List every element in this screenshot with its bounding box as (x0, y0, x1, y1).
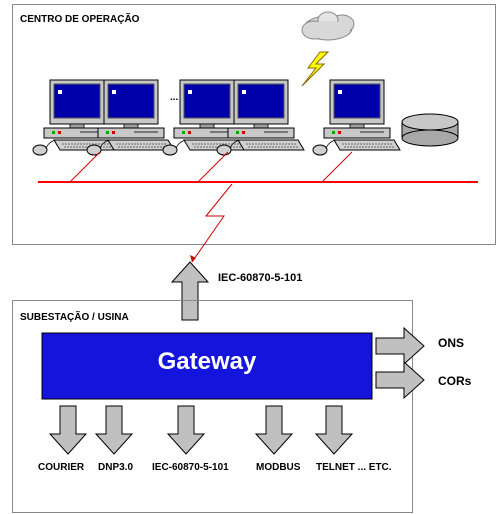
radio-link-zigzag (191, 183, 233, 263)
protocol-arrow-telnet (314, 405, 354, 455)
protocol-label-dnp3: DNP3.0 (98, 462, 134, 473)
lightning-icon (301, 51, 330, 87)
network-drop (197, 151, 229, 183)
network-drop (69, 151, 101, 183)
computer-icon (312, 79, 401, 156)
cloud-icon (301, 11, 355, 41)
protocol-label-modbus: MODBUS (256, 462, 301, 473)
radio-link-arrowhead (190, 255, 196, 262)
protocol-label-iec: IEC-60870-5-101 (152, 462, 229, 473)
gateway-label: Gateway (157, 348, 257, 375)
protocol-arrow-modbus (254, 405, 294, 455)
bottom-panel-title: SUBESTAÇÃO / USINA (20, 312, 129, 323)
disk-storage-icon (401, 113, 459, 147)
protocol-arrow-dnp3 (94, 405, 134, 455)
bottom-panel-frame (12, 300, 413, 513)
protocol-label-telnet: TELNET ... ETC. (316, 462, 392, 473)
uplink-protocol-label: IEC-60870-5-101 (218, 272, 303, 284)
protocol-arrow-iec (166, 405, 206, 455)
output-label-cors: CORs (438, 374, 472, 388)
top-panel-title: CENTRO DE OPERAÇÃO (20, 14, 140, 25)
output-label-ons: ONS (438, 336, 465, 350)
protocol-label-courier: COURIER (38, 462, 85, 473)
output-arrow-ons (375, 326, 425, 366)
uplink-arrow (170, 261, 210, 321)
protocol-arrow-courier (48, 405, 88, 455)
output-arrow-cors (375, 360, 425, 400)
network-drop (321, 151, 353, 183)
top-panel-frame (12, 4, 496, 245)
workstation-ellipsis: ... (170, 92, 179, 103)
gateway-box (41, 332, 373, 400)
